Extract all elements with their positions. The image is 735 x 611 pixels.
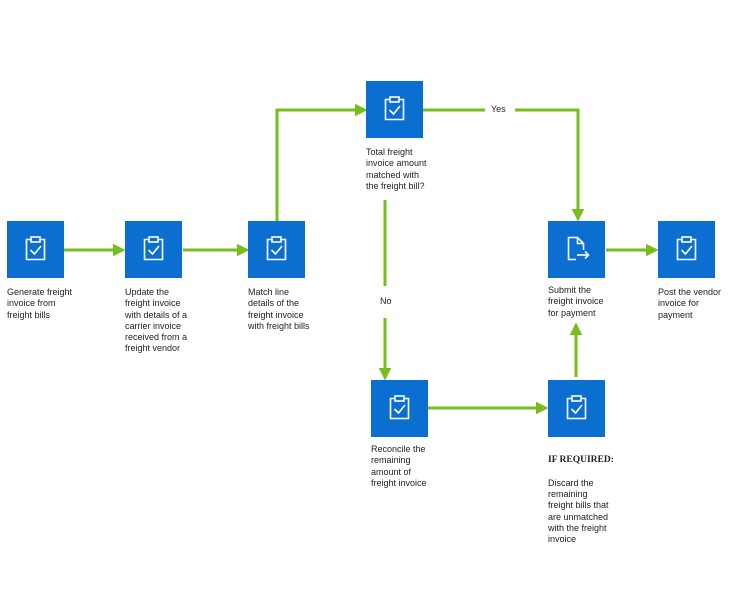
- node-update-box: [125, 221, 182, 278]
- node-discard-label: Discard the remaining freight bills that…: [548, 477, 609, 545]
- node-match-box: [248, 221, 305, 278]
- document-arrow-icon: [567, 236, 590, 261]
- clipboard-check-icon: [676, 236, 697, 261]
- edge-match-to-total: [275, 103, 368, 221]
- edge-total-yes-to-submit: [515, 108, 585, 222]
- node-update-label: Update the freight invoice with details …: [125, 287, 188, 354]
- node-discard-text: IF REQUIRED: Discard the remaining freig…: [548, 444, 614, 546]
- clipboard-check-icon: [266, 236, 287, 261]
- node-submit-label: Submit the freight invoice for payment: [548, 285, 604, 318]
- node-match-label: Match line details of the freight invoic…: [248, 287, 310, 331]
- node-submit-box: [548, 221, 605, 278]
- node-total-label: Total freight invoice amount matched wit…: [366, 147, 427, 191]
- clipboard-check-icon: [143, 236, 164, 261]
- node-total-box: [366, 81, 423, 138]
- edge-no-label: No: [380, 296, 392, 306]
- clipboard-check-icon: [384, 96, 405, 121]
- clipboard-check-icon: [25, 236, 46, 261]
- clipboard-check-icon: [566, 395, 587, 420]
- node-post-box: [658, 221, 715, 278]
- node-reconcile-box: [371, 380, 428, 437]
- node-reconcile-label: Reconcile the remaining amount of freigh…: [371, 444, 427, 488]
- node-generate-label: Generate freight invoice from freight bi…: [7, 287, 73, 320]
- node-discard-note: IF REQUIRED:: [548, 455, 614, 466]
- clipboard-check-icon: [389, 395, 410, 420]
- node-generate-box: [7, 221, 64, 278]
- node-post-label: Post the vendor invoice for payment: [658, 287, 722, 320]
- edge-yes-label: Yes: [491, 104, 506, 114]
- node-discard-box: [548, 380, 605, 437]
